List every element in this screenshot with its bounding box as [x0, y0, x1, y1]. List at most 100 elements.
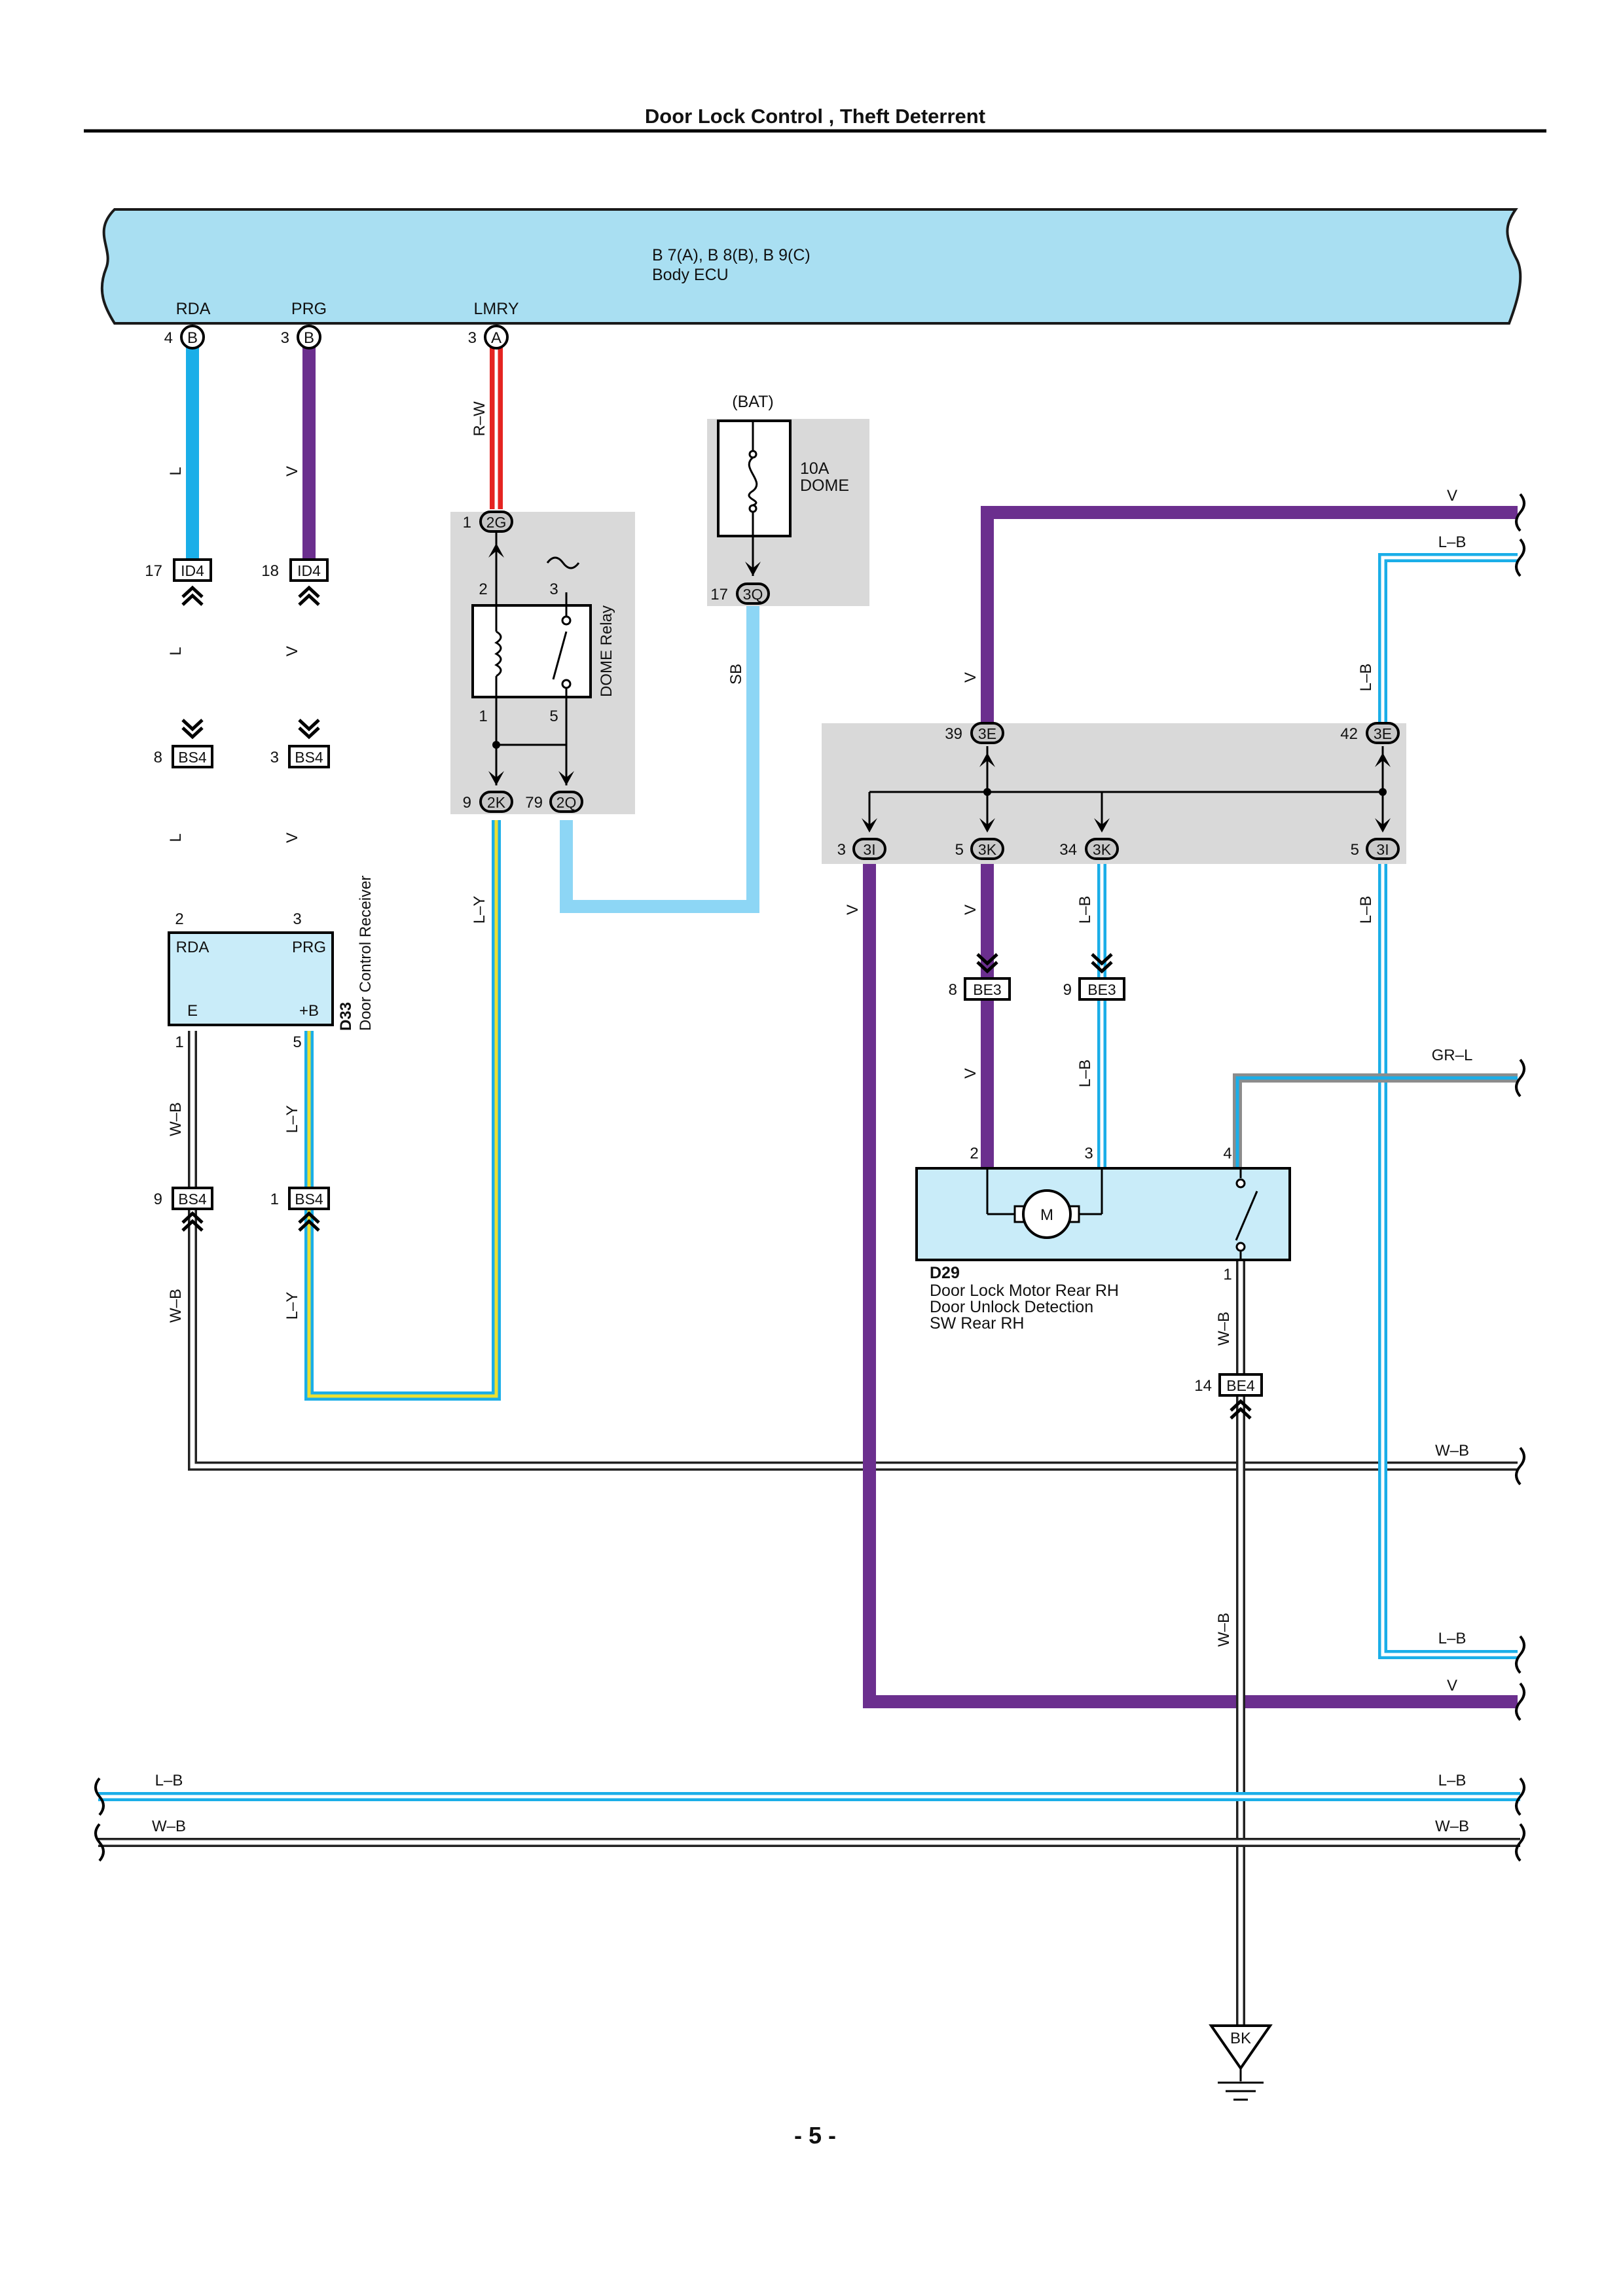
receiver-terminal-b: +B [299, 1002, 319, 1020]
relay-name: DOME Relay [598, 605, 615, 697]
ecu-terminal-lmry-num: 3 [468, 329, 477, 347]
connector-bs4-3-num: 3 [270, 749, 279, 766]
ground-bk: BK [1209, 2024, 1273, 2101]
receiver-terminal-rda: RDA [176, 939, 210, 956]
motor-pin-2: 2 [970, 1145, 978, 1162]
motor-pin-1: 1 [1223, 1266, 1231, 1283]
relay-pin-5: 5 [549, 708, 558, 725]
wire-grl [1233, 1073, 1518, 1168]
connector-bs4-9 [172, 1187, 213, 1210]
ecu-terminal-prg-num: 3 [281, 329, 289, 347]
relay-pin-2: 2 [479, 581, 487, 598]
wire-label-lb: L–B [1438, 1772, 1467, 1789]
break-mark-lb-bus-left [94, 1777, 105, 1816]
connector-3k-34-name: 3K [1093, 841, 1112, 858]
wire-label-v: V [283, 646, 301, 656]
ecu-connectors: B 7(A), B 8(B), B 9(C) [652, 246, 811, 264]
connector-3q-name: 3Q [743, 586, 763, 603]
motor-name-line-3: SW Rear RH [930, 1314, 1024, 1333]
wire-label-l: L [167, 647, 185, 655]
arrow-down-icon [862, 818, 877, 833]
chevron-icon [181, 585, 204, 606]
wire-break-marks [94, 493, 1525, 1862]
connector-be3-9-num: 9 [1063, 981, 1072, 999]
wire-label-v: V [962, 672, 979, 683]
connector-3k-5 [970, 838, 1004, 860]
connector-bs4-8 [172, 745, 213, 768]
connector-2k-num: 9 [463, 794, 471, 812]
receiver-pin-1: 1 [175, 1033, 183, 1051]
relay-tilde-icon [546, 556, 580, 569]
receiver-pin-3: 3 [293, 910, 301, 928]
connector-3i-3-num: 3 [837, 841, 846, 859]
receiver-terminal-prg: PRG [292, 939, 326, 956]
motor-symbol: M [1040, 1206, 1053, 1224]
connector-id4-17-name: ID4 [181, 562, 204, 579]
connector-bs4-1 [288, 1187, 330, 1210]
wire-label-grl: GR–L [1432, 1047, 1473, 1064]
motor-pin-4: 4 [1223, 1145, 1231, 1162]
fuse-source: (BAT) [732, 393, 773, 411]
connector-bs4-3-name: BS4 [295, 749, 323, 766]
connector-3q [736, 583, 770, 605]
ecu-terminal-rda-conn: B [187, 329, 198, 347]
connector-id4-18-name: ID4 [297, 562, 321, 579]
wire-label-wb: W–B [152, 1818, 186, 1835]
motor-name-line-2: Door Unlock Detection [930, 1298, 1093, 1316]
connector-be4-14 [1218, 1373, 1263, 1397]
connector-id4-18 [289, 558, 329, 582]
connector-bs4-8-num: 8 [154, 749, 162, 766]
ecu-terminal-lmry-conn: A [491, 329, 501, 347]
receiver-code: D33 [337, 1002, 355, 1031]
connector-2g-num: 1 [463, 514, 471, 531]
wire-lb-right [1378, 864, 1518, 1659]
ground-triangle-icon [1209, 2024, 1273, 2071]
connector-2g-name: 2G [486, 514, 507, 531]
connector-be4-14-num: 14 [1194, 1377, 1212, 1395]
break-mark-wb-bus-left [94, 1823, 105, 1862]
wire-label-v: V [962, 905, 979, 915]
arrow-up-icon [1375, 753, 1391, 767]
connector-bs4-3 [288, 745, 330, 768]
chevron-icon [181, 1211, 204, 1232]
wire-wb-receiver [188, 1031, 1518, 1471]
connector-id4-17-num: 17 [145, 562, 162, 580]
arrow-down-icon [1094, 818, 1110, 833]
wire-label-l: L [167, 467, 185, 475]
wire-label-lb: L–B [1438, 533, 1467, 551]
page-title: Door Lock Control , Theft Deterrent [645, 105, 985, 128]
ecu-pin-label-prg: PRG [291, 300, 327, 318]
wire-sb [560, 605, 759, 913]
wire-label-wb: W–B [167, 1102, 185, 1136]
connector-2k [479, 791, 513, 813]
connector-3i-3-name: 3I [863, 841, 875, 858]
motor-pin-3: 3 [1084, 1145, 1093, 1162]
connector-2g [479, 511, 513, 533]
wire-label-ly: L–Y [283, 1105, 301, 1134]
oval-connectors: 2G 1 2K 9 2Q 79 3Q 17 3E 39 3E 42 3I 3 [463, 511, 1400, 860]
connector-3i-5-name: 3I [1376, 841, 1389, 858]
fuse-icon [748, 456, 758, 507]
wire-label-lb: L–B [1357, 896, 1375, 924]
connector-be3-9-name: BE3 [1087, 981, 1116, 998]
wire-label-v: V [283, 466, 301, 476]
ecu-name: Body ECU [652, 266, 729, 284]
wire-label-v: V [1447, 1677, 1457, 1695]
arrow-up-icon [979, 753, 995, 767]
wire-label-wb: W–B [167, 1289, 185, 1323]
wire-ly [304, 820, 501, 1401]
wire-label-ly: L–Y [471, 896, 488, 924]
connector-be3-9 [1078, 977, 1125, 1001]
ecu-terminal-lmry [484, 325, 509, 350]
connector-3k-34 [1085, 838, 1119, 860]
chevron-icon [298, 1211, 320, 1232]
connector-3q-num: 17 [710, 586, 728, 603]
wire-label-v: V [1447, 487, 1457, 505]
receiver-name: Door Control Receiver [357, 876, 374, 1031]
wire-label-wb: W–B [1435, 1818, 1469, 1835]
connector-bs4-1-num: 1 [270, 1191, 279, 1208]
connector-be3-8-num: 8 [949, 981, 957, 999]
connector-be3-8-name: BE3 [973, 981, 1001, 998]
connector-be4-14-name: BE4 [1226, 1377, 1255, 1394]
